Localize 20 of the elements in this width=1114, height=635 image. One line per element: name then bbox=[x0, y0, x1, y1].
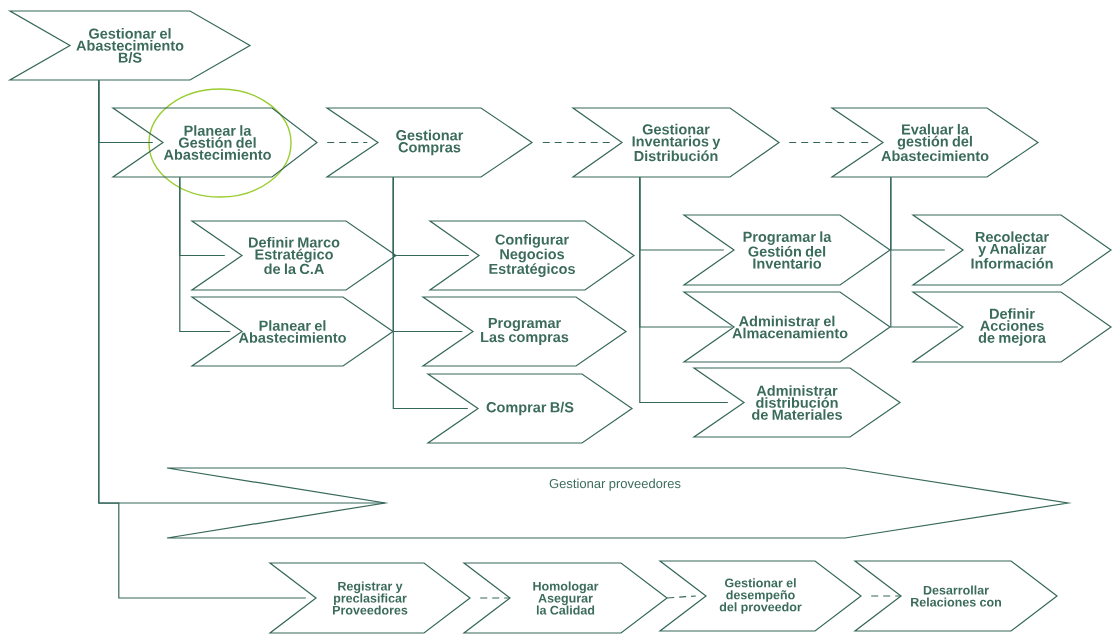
chevron-box: Planear el Abastecimiento bbox=[190, 296, 395, 367]
chevron-box: Evaluar la gestión del Abastecimiento bbox=[830, 107, 1040, 178]
chevron-box: Definir Marco Estratégico de la C.A bbox=[190, 220, 398, 291]
chevron-box: Planear la Gestión del Abastecimiento bbox=[111, 107, 318, 178]
chevron-box: Gestionar Inventarios y Distribución bbox=[571, 107, 781, 178]
chevron-box: Programar la Gestión del Inventario bbox=[682, 214, 892, 286]
chevron-box: Registrar y preclasificar Proveedores bbox=[268, 562, 471, 634]
chevron-box: Gestionar el Abastecimiento B/S bbox=[7, 10, 252, 81]
chevron-box: Gestionar Compras bbox=[325, 107, 534, 178]
chevron-box: Gestionar el desempeño del proveedor bbox=[658, 560, 862, 632]
chevron-box: Programar Las compras bbox=[421, 296, 628, 367]
chevron-box: Comprar B/S bbox=[426, 373, 634, 444]
chevron-box: Administrar el Almacenamiento bbox=[682, 291, 892, 363]
chevron-box: Definir Acciones de mejora bbox=[911, 291, 1113, 363]
connector-line bbox=[666, 595, 697, 599]
chevron-box: Administrar distribución de Materiales bbox=[692, 367, 902, 438]
chevron-box: Desarrollar Relaciones con bbox=[853, 560, 1058, 632]
chevron-box: Homologar Asegurar la Calidad bbox=[462, 562, 668, 634]
chevron-box: Configurar Negocios Estratégicos bbox=[428, 220, 636, 291]
chevron-box: Recolectar y Analizar Información bbox=[911, 214, 1113, 286]
